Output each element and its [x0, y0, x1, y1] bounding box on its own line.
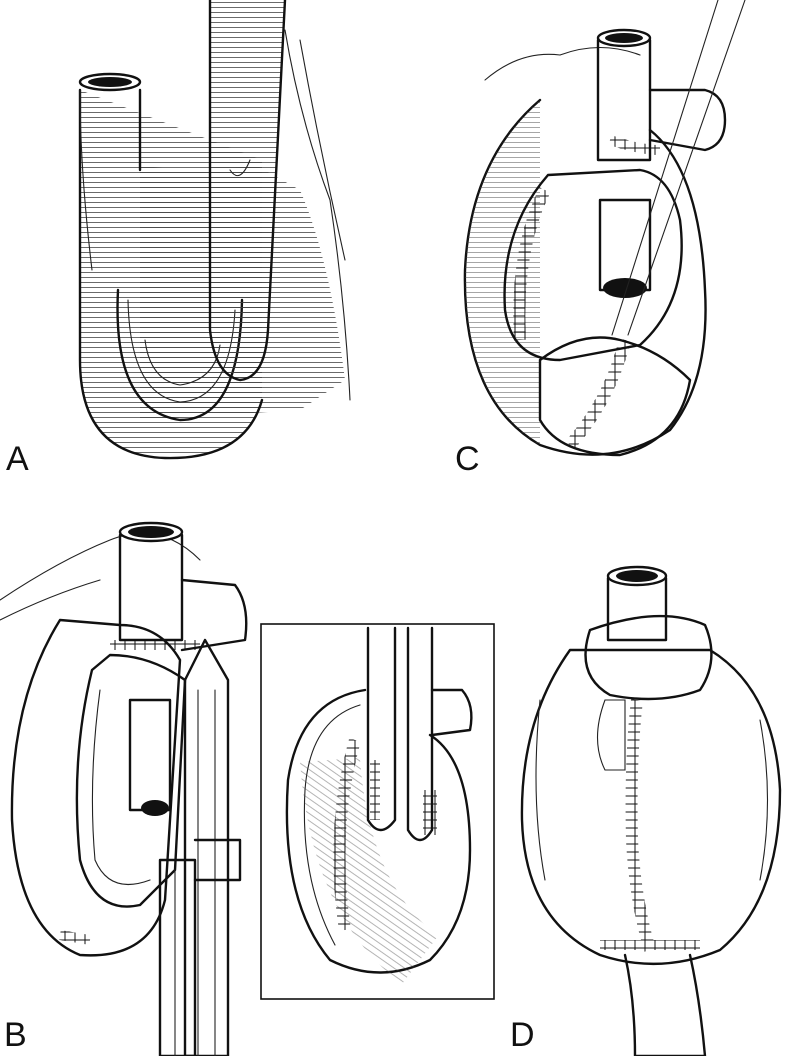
panel-label-c: C	[455, 440, 480, 478]
panel-d-drawing	[520, 565, 782, 1056]
panel-a-drawing	[78, 0, 351, 460]
panel-b-drawing	[0, 521, 248, 1056]
panel-label-a: A	[6, 440, 29, 478]
panel-label-d: D	[510, 1016, 535, 1054]
panel-label-b: B	[4, 1016, 27, 1054]
panel-c-drawing	[463, 0, 746, 457]
panel-b-inset	[260, 623, 495, 1000]
